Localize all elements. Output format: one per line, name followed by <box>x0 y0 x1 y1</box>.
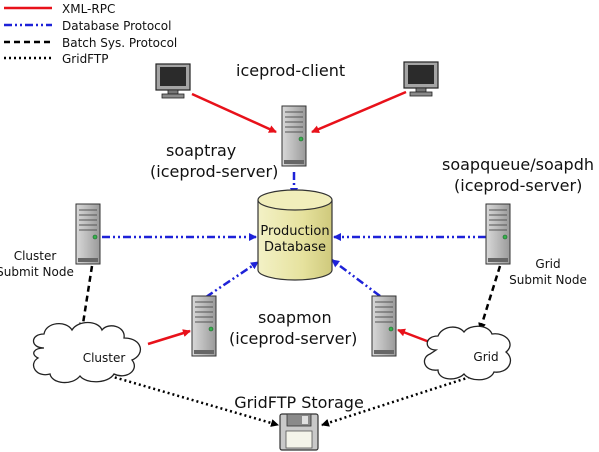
edge-cluster-node-to-cluster <box>79 265 94 331</box>
edge-grid-node-to-grid <box>478 265 502 331</box>
soapqueue-label: soapqueue/soapdh <box>442 155 594 174</box>
edge-client-left-to-soaptray <box>191 92 277 134</box>
legend-batch-label: Batch Sys. Protocol <box>62 36 177 50</box>
soapqueue-sublabel: (iceprod-server) <box>454 176 582 195</box>
cluster-submit-node-server-icon <box>75 203 101 265</box>
cluster-node-sublabel: Submit Node <box>0 265 74 279</box>
grid-node-sublabel: Submit Node <box>509 273 587 287</box>
edge-cluster-to-storage <box>109 374 279 427</box>
legend-xmlrpc-label: XML-RPC <box>62 2 115 16</box>
soaptray-server-icon <box>281 105 307 167</box>
grid-cloud-icon <box>423 325 511 381</box>
soapmon-sublabel: (iceprod-server) <box>229 329 357 348</box>
database-label: Production <box>260 224 329 239</box>
storage-label: GridFTP Storage <box>234 393 364 412</box>
database-sublabel: Database <box>264 240 326 255</box>
edge-soapmon-left-to-db <box>205 260 259 299</box>
edge-client-right-to-soaptray <box>311 90 407 134</box>
production-database-icon <box>257 189 333 281</box>
soapmon-server-right-icon <box>371 295 397 357</box>
cluster-cloud-label: Cluster <box>83 351 126 365</box>
client-monitor-left-icon <box>155 63 191 99</box>
soapmon-label: soapmon <box>258 308 332 327</box>
grid-node-label: Grid <box>535 257 560 271</box>
edge-soapmon-right-to-db <box>331 259 381 297</box>
client-monitor-right-icon <box>403 61 439 97</box>
legend-gridftp-label: GridFTP <box>62 52 108 66</box>
client-label: iceprod-client <box>236 61 345 80</box>
edge-cluster-to-soapmon <box>147 329 191 346</box>
gridftp-storage-floppy-icon <box>279 413 319 451</box>
soaptray-label: soaptray <box>166 141 236 160</box>
cluster-cloud-icon <box>32 321 142 384</box>
edge-grid-to-storage <box>321 375 471 427</box>
soapmon-server-left-icon <box>191 295 217 357</box>
legend: XML-RPC Database Protocol Batch Sys. Pro… <box>4 2 177 66</box>
grid-cloud-label: Grid <box>473 350 498 364</box>
legend-db-label: Database Protocol <box>62 19 171 33</box>
soaptray-sublabel: (iceprod-server) <box>150 162 278 181</box>
cluster-node-label: Cluster <box>14 249 57 263</box>
grid-submit-node-server-icon <box>485 203 511 265</box>
